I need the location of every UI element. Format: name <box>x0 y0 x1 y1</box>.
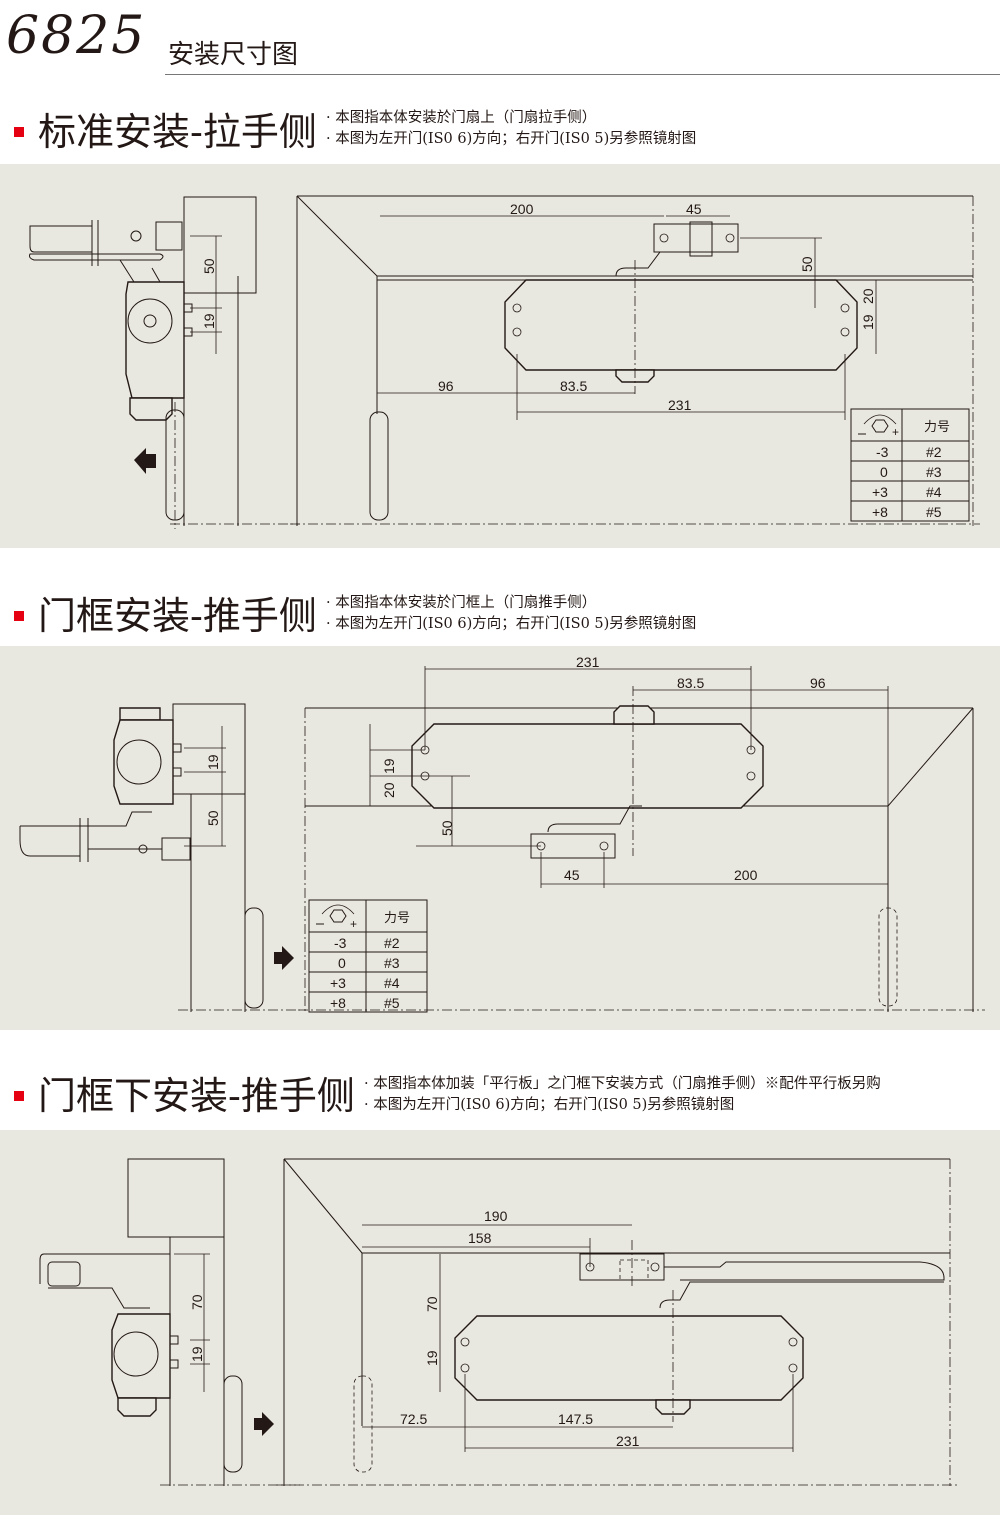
note-line: · 本图为左开门(IS0 6)方向；右开门(IS0 5)另参照镜射图 <box>364 1097 735 1113</box>
side-dim-70: 70 <box>189 1294 205 1310</box>
dim-19: 19 <box>381 758 397 774</box>
power-adjust-icon: + <box>316 904 357 931</box>
arrow-right-icon <box>274 946 294 970</box>
section-1-title-text: 标准安装-拉手侧 <box>38 110 317 154</box>
table-cell: #2 <box>926 444 942 460</box>
arrow-left-icon <box>134 448 156 474</box>
dim-231: 231 <box>576 654 600 670</box>
section-1-panel: 50 19 200 45 50 20 19 96 83.5 231 <box>0 164 1000 548</box>
table-cell: 0 <box>880 464 888 480</box>
table-cell: #5 <box>926 504 942 520</box>
section-1-notes: · 本图指本体安装於门扇上（门扇拉手侧） · 本图为左开门(IS0 6)方向；右… <box>326 108 696 150</box>
dim-83-5: 83.5 <box>560 378 587 394</box>
side-dim-19: 19 <box>201 313 217 329</box>
table-header-power: 力号 <box>924 419 950 434</box>
section-3-title-text: 门框下安装-推手侧 <box>38 1074 355 1118</box>
dim-231: 231 <box>668 397 692 413</box>
dim-19: 19 <box>424 1350 440 1366</box>
red-bullet-icon <box>14 611 24 621</box>
table-cell: #2 <box>384 935 400 951</box>
section-3-drawing: 70 19 190 158 70 19 72.5 147.5 231 <box>39 1158 960 1486</box>
side-dim-50: 50 <box>205 810 221 826</box>
header-rule <box>165 74 1000 75</box>
svg-text:+: + <box>350 917 357 931</box>
side-dim-19: 19 <box>205 754 221 770</box>
dim-190: 190 <box>484 1208 508 1224</box>
power-table: + 力号 -3 #2 0 #3 +3 #4 +8 #5 <box>308 899 428 1013</box>
table-cell: +8 <box>872 504 888 520</box>
section-2-title-text: 门框安装-推手侧 <box>38 594 317 638</box>
note-line: · 本图指本体安装於门框上（门扇推手侧） <box>326 595 597 611</box>
dim-70: 70 <box>424 1296 440 1312</box>
table-cell: +3 <box>330 975 346 991</box>
dim-96: 96 <box>810 675 826 691</box>
dim-20: 20 <box>860 288 876 304</box>
power-adjust-icon: + <box>858 414 899 439</box>
dim-72-5: 72.5 <box>400 1411 427 1427</box>
top-view: 190 158 70 19 72.5 147.5 231 <box>276 1158 960 1486</box>
dim-200: 200 <box>734 867 758 883</box>
red-bullet-icon <box>14 1091 24 1101</box>
model-number: 6825 <box>6 6 147 66</box>
section-1-title: 标准安装-拉手侧 <box>14 110 317 154</box>
table-cell: -3 <box>876 444 889 460</box>
table-cell: #3 <box>384 955 400 971</box>
dim-20: 20 <box>381 782 397 798</box>
side-view: 50 19 <box>29 196 300 529</box>
svg-text:+: + <box>892 425 899 439</box>
dim-83-5: 83.5 <box>677 675 704 691</box>
dim-50: 50 <box>439 820 455 836</box>
table-cell: +8 <box>330 995 346 1011</box>
dim-147-5: 147.5 <box>558 1411 593 1427</box>
note-line: · 本图为左开门(IS0 6)方向；右开门(IS0 5)另参照镜射图 <box>326 131 697 147</box>
page-subtitle: 安装尺寸图 <box>168 40 299 70</box>
table-cell: 0 <box>338 955 346 971</box>
note-line: · 本图为左开门(IS0 6)方向；右开门(IS0 5)另参照镜射图 <box>326 616 697 632</box>
section-1-drawing: 50 19 200 45 50 20 19 96 83.5 231 <box>29 195 980 529</box>
section-3-panel: 70 19 190 158 70 19 72.5 147.5 231 <box>0 1130 1000 1515</box>
dim-45: 45 <box>564 867 580 883</box>
note-line: · 本图指本体加装「平行板」之门框下安装方式（门扇推手侧）※配件平行板另购 <box>364 1076 881 1092</box>
red-bullet-icon <box>14 127 24 137</box>
section-2-title: 门框安装-推手侧 <box>14 594 317 638</box>
section-2-notes: · 本图指本体安装於门框上（门扇推手侧） · 本图为左开门(IS0 6)方向；右… <box>326 593 696 635</box>
side-dim-19: 19 <box>189 1346 205 1362</box>
dim-231: 231 <box>616 1433 640 1449</box>
power-table: + 力号 -3 #2 0 #3 +3 #4 +8 #5 <box>850 408 970 522</box>
dim-50: 50 <box>799 256 815 272</box>
dim-96: 96 <box>438 378 454 394</box>
side-view: 70 19 <box>39 1158 300 1486</box>
table-cell: #4 <box>384 975 400 991</box>
section-3-notes: · 本图指本体加装「平行板」之门框下安装方式（门扇推手侧）※配件平行板另购 · … <box>364 1074 881 1116</box>
arrow-right-icon <box>254 1412 274 1436</box>
table-cell: -3 <box>334 935 347 951</box>
side-dim-50: 50 <box>201 258 217 274</box>
dim-45: 45 <box>686 201 702 217</box>
top-view: 231 83.5 96 19 20 50 45 200 <box>298 654 985 1012</box>
dim-200: 200 <box>510 201 534 217</box>
section-2-panel: 19 50 231 83.5 96 19 20 50 45 200 <box>0 646 1000 1030</box>
dim-158: 158 <box>468 1230 492 1246</box>
table-cell: #4 <box>926 484 942 500</box>
table-header-power: 力号 <box>384 910 410 925</box>
top-view: 200 45 50 20 19 96 83.5 231 <box>290 195 980 526</box>
table-cell: #3 <box>926 464 942 480</box>
note-line: · 本图指本体安装於门扇上（门扇拉手侧） <box>326 110 597 126</box>
table-cell: #5 <box>384 995 400 1011</box>
side-view: 19 50 <box>19 703 300 1012</box>
dim-19: 19 <box>860 314 876 330</box>
table-cell: +3 <box>872 484 888 500</box>
section-2-drawing: 19 50 231 83.5 96 19 20 50 45 200 <box>19 654 985 1013</box>
section-3-title: 门框下安装-推手侧 <box>14 1074 355 1118</box>
